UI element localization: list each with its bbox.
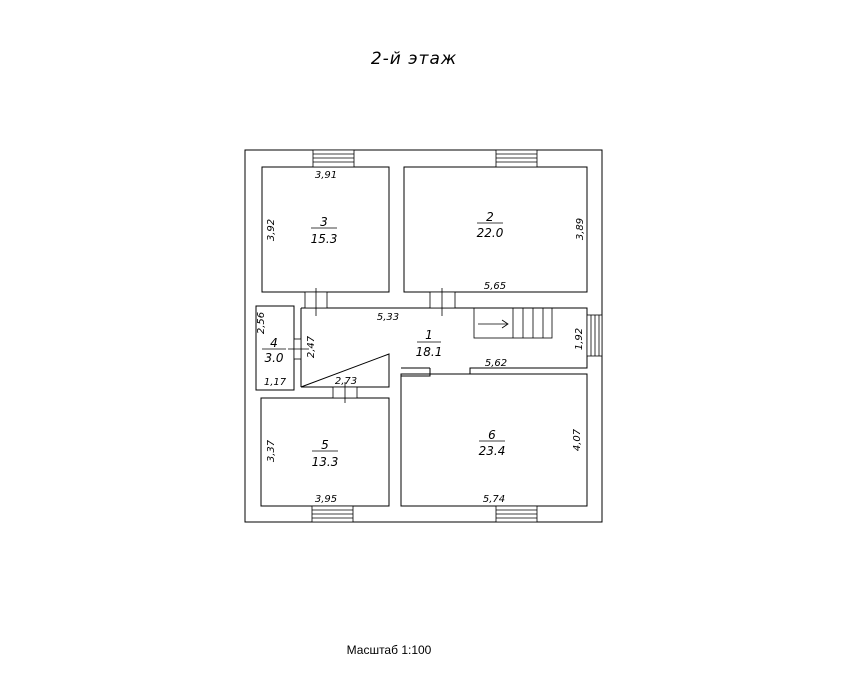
room-number: 5 [321, 438, 329, 452]
dim-r5-width: 3,95 [315, 494, 337, 505]
staircase [473, 307, 553, 339]
room-number: 1 [425, 328, 433, 342]
room-3-label: 3 15.3 [311, 215, 338, 246]
room-4-label: 4 3.0 [262, 336, 286, 365]
room-5-outline [260, 397, 390, 507]
room-area: 23.4 [479, 444, 506, 458]
room-3-outline [261, 166, 390, 293]
room-area: 18.1 [416, 345, 443, 359]
dim-r4-width: 1,17 [264, 377, 287, 388]
dim-r2-width: 5,65 [484, 281, 506, 292]
room-area: 15.3 [311, 232, 338, 246]
door-room-3 [304, 288, 328, 316]
dim-r4-height: 2,56 [256, 312, 267, 334]
scale-label: Масштаб 1:100 [347, 643, 432, 657]
room-number: 3 [320, 215, 328, 229]
outer-wall [244, 149, 603, 523]
dim-r5-height: 3,37 [266, 439, 277, 462]
dim-hall-height-right: 1,92 [574, 328, 585, 350]
room-2-label: 2 22.0 [477, 210, 504, 240]
hall-inner-walls [300, 308, 430, 387]
room-area: 22.0 [477, 226, 504, 240]
window-bottom-right [495, 505, 538, 523]
room-area: 3.0 [264, 351, 283, 365]
dim-r2-height: 3,89 [575, 218, 586, 240]
window-top-left [312, 149, 355, 168]
window-bottom-left [311, 505, 354, 523]
dim-r6-height: 4,07 [572, 428, 583, 451]
floor-title: 2-й этаж [371, 49, 457, 69]
room-number: 4 [270, 336, 278, 350]
door-room-2 [429, 288, 456, 316]
dim-r6-width: 5,74 [483, 494, 505, 505]
dim-r3-height: 3,92 [266, 219, 277, 241]
room-area: 13.3 [312, 455, 339, 469]
dim-r3-width: 3,91 [315, 170, 337, 181]
door-room-5 [332, 382, 358, 403]
room-5-label: 5 13.3 [312, 438, 339, 469]
dim-hall-bottom-right: 5,62 [485, 358, 507, 369]
window-top-right [495, 149, 538, 168]
room-1-label: 1 18.1 [416, 328, 443, 359]
door-room-4 [288, 338, 309, 360]
room-6-label: 6 23.4 [479, 428, 506, 458]
window-right [586, 314, 603, 357]
room-2-outline [403, 166, 588, 293]
dim-hall-width: 5,33 [377, 312, 399, 323]
dim-hall-height: 2,47 [306, 335, 317, 358]
room-number: 2 [486, 210, 494, 224]
room-number: 6 [488, 428, 496, 442]
dim-r5-top: 2,73 [335, 376, 357, 387]
